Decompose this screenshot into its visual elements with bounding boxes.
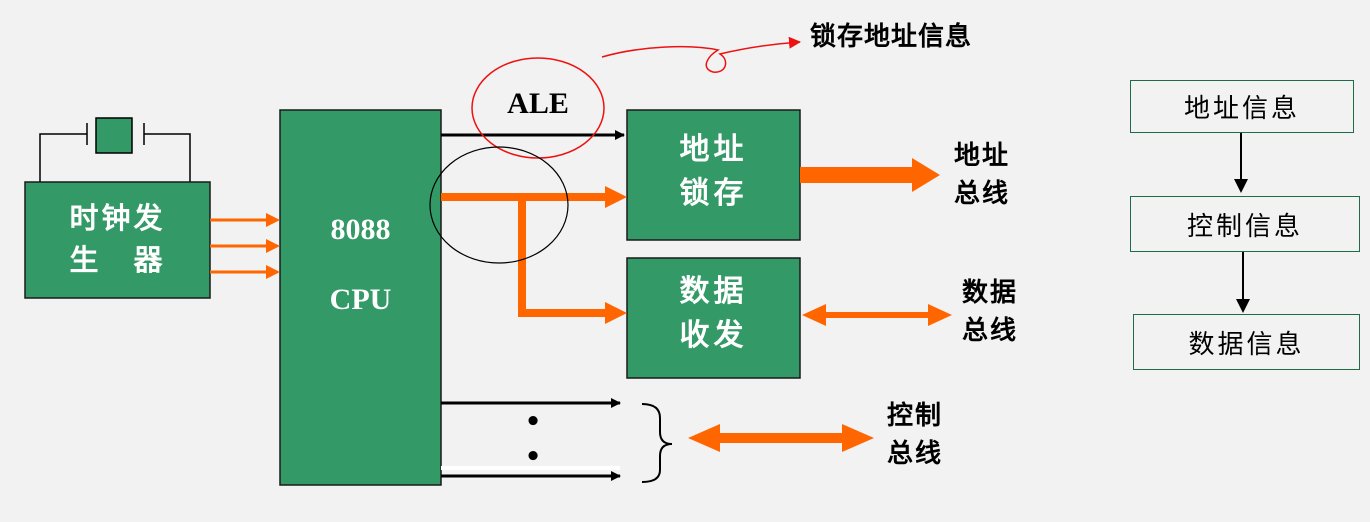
clock-generator-label: 时钟发 生 器 <box>69 201 166 278</box>
flow-arrows <box>1234 133 1250 313</box>
annotation-arrow <box>601 36 801 73</box>
crystal-oscillator-icon <box>39 117 191 182</box>
flow-step-address: 地址信息 <box>1130 80 1354 133</box>
annotation-label: 锁存地址信息 <box>810 22 973 52</box>
address-bus-arrow <box>800 158 940 192</box>
cpu-bus-split <box>441 186 627 324</box>
data-bus-arrow <box>802 304 952 326</box>
bus-highlight-circle <box>429 146 569 264</box>
address-bus-label: 地址 总线 <box>954 141 1011 209</box>
clock-signal-arrows <box>210 213 280 279</box>
data-transceiver-label: 数据 收发 <box>679 274 748 353</box>
address-latch-block <box>626 109 801 241</box>
flow-step-control: 控制信息 <box>1130 196 1360 252</box>
cpu-block <box>279 109 442 486</box>
ale-highlight-circle <box>471 57 605 159</box>
data-transceiver-block <box>626 257 801 379</box>
data-bus-label: 数据 总线 <box>962 278 1019 346</box>
address-latch-label: 地址 锁存 <box>679 132 748 211</box>
cpu-model-label: 8088 <box>330 213 391 246</box>
clock-generator-block <box>24 181 211 299</box>
control-signal-arrows <box>441 398 621 481</box>
ale-label: ALE <box>507 87 569 120</box>
cpu-label: CPU <box>329 283 392 316</box>
control-bus-arrow <box>688 424 874 452</box>
right-brace-icon <box>641 403 673 483</box>
control-dots: • • <box>524 407 542 473</box>
flow-step-data: 数据信息 <box>1133 314 1360 370</box>
control-bus-label: 控制 总线 <box>887 401 944 469</box>
